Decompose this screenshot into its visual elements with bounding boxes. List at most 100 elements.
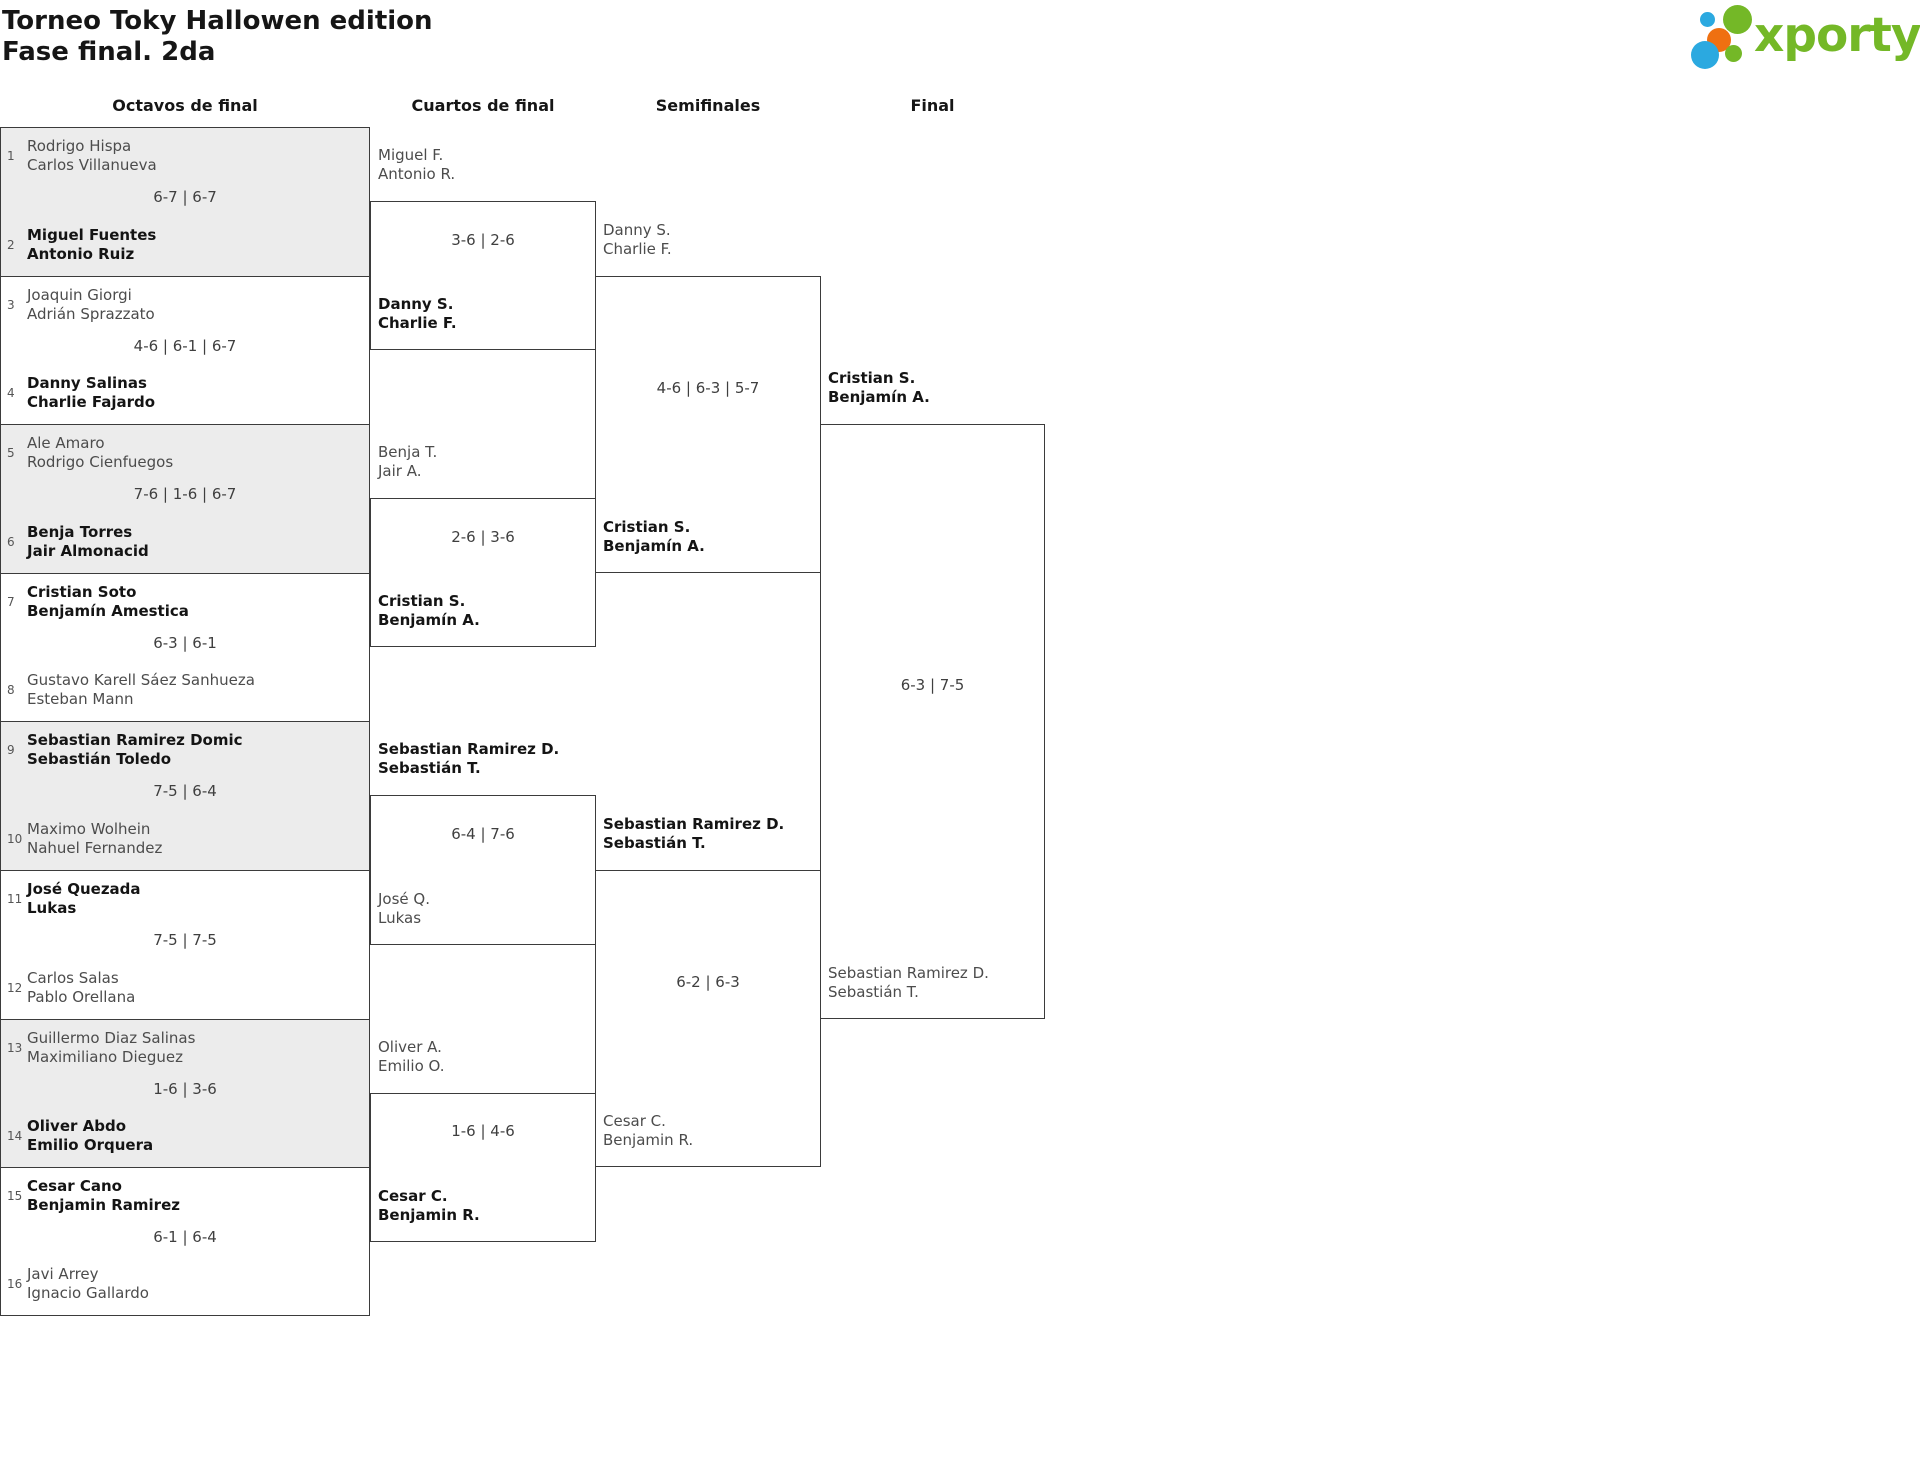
team-names: Cesar C. Benjamin R. xyxy=(378,1187,480,1225)
team-names: Oliver A. Emilio O. xyxy=(378,1038,445,1076)
team-names: Danny Salinas Charlie Fajardo xyxy=(27,374,155,412)
player-name: Joaquin Giorgi xyxy=(27,286,132,304)
match-box xyxy=(370,201,596,350)
player-name: Sebastian Ramirez D. xyxy=(378,740,560,758)
phase-name: Fase final. 2da xyxy=(2,37,216,67)
player-name: Sebastián T. xyxy=(603,834,706,852)
player-name: Esteban Mann xyxy=(27,690,134,708)
player-name: Adrián Sprazzato xyxy=(27,305,155,323)
xporty-logo[interactable]: xporty xyxy=(1688,0,1920,72)
team-names: Guillermo Diaz Salinas Maximiliano Diegu… xyxy=(27,1029,195,1067)
seed-number: 13 xyxy=(7,1041,23,1055)
team-row: 9 Sebastian Ramirez Domic Sebastián Tole… xyxy=(7,731,361,769)
player-name: Maximiliano Dieguez xyxy=(27,1048,184,1066)
team-row: 16 Javi Arrey Ignacio Gallardo xyxy=(7,1265,361,1303)
seed-number: 3 xyxy=(7,298,15,312)
player-name: Antonio R. xyxy=(378,165,456,183)
player-name: Danny Salinas xyxy=(27,374,147,392)
team-names: Sebastian Ramirez D. Sebastián T. xyxy=(378,740,559,778)
tournament-name: Torneo Toky Hallowen edition xyxy=(2,6,433,36)
team-names: Maximo Wolhein Nahuel Fernandez xyxy=(27,820,162,858)
player-name: Carlos Villanueva xyxy=(27,156,157,174)
seed-number: 10 xyxy=(7,832,23,846)
column-header-final: Final xyxy=(910,96,955,115)
player-name: Guillermo Diaz Salinas xyxy=(27,1029,196,1047)
player-name: José Q. xyxy=(378,890,430,908)
match-score: 7-5 | 6-4 xyxy=(153,782,217,800)
player-name: Cristian S. xyxy=(603,518,691,536)
seed-number: 12 xyxy=(7,981,23,995)
player-name: Danny S. xyxy=(378,295,454,313)
player-name: Sebastián T. xyxy=(828,983,919,1001)
player-name: Benjamin Ramirez xyxy=(27,1196,180,1214)
team-names: Carlos Salas Pablo Orellana xyxy=(27,969,135,1007)
player-name: Sebastian Ramirez D. xyxy=(828,964,989,982)
player-name: Maximo Wolhein xyxy=(27,820,151,838)
match-score: 4-6 | 6-1 | 6-7 xyxy=(133,336,237,355)
team-row: 1 Rodrigo Hispa Carlos Villanueva xyxy=(7,137,361,175)
team-names: Ale Amaro Rodrigo Cienfuegos xyxy=(27,434,173,472)
team-names: Cesar Cano Benjamin Ramirez xyxy=(27,1177,180,1215)
seed-number: 1 xyxy=(7,149,15,163)
player-name: Javi Arrey xyxy=(27,1265,99,1283)
team-row: 13 Guillermo Diaz Salinas Maximiliano Di… xyxy=(7,1029,361,1067)
player-name: Sebastian Ramirez Domic xyxy=(27,731,243,749)
player-name: Lukas xyxy=(378,909,422,927)
match-score: 1-6 | 3-6 xyxy=(153,1079,217,1098)
player-name: Cesar C. xyxy=(603,1112,666,1130)
player-name: Cristian S. xyxy=(828,369,916,387)
player-name: Oliver Abdo xyxy=(27,1117,126,1135)
octavos-match-1: 1 Rodrigo Hispa Carlos Villanueva 6-7 | … xyxy=(0,127,370,276)
seed-number: 5 xyxy=(7,446,15,460)
page-title: Torneo Toky Hallowen edition Fase final.… xyxy=(2,6,433,68)
column-header-cuartos: Cuartos de final xyxy=(411,96,555,115)
player-name: Pablo Orellana xyxy=(27,988,136,1006)
player-name: Benjamín A. xyxy=(603,537,705,555)
octavos-match-8: 15 Cesar Cano Benjamin Ramirez 6-1 | 6-4… xyxy=(0,1167,370,1316)
match-box xyxy=(370,1093,596,1242)
player-name: Antonio Ruiz xyxy=(27,245,135,263)
match-score: 6-3 | 7-5 xyxy=(900,676,965,694)
match-score: 2-6 | 3-6 xyxy=(451,528,515,546)
seed-number: 14 xyxy=(7,1129,23,1143)
player-name: Nahuel Fernandez xyxy=(27,839,163,857)
match-box xyxy=(820,424,1045,1019)
player-name: Jair Almonacid xyxy=(27,542,149,560)
player-name: Benjamin R. xyxy=(378,1206,480,1224)
player-name: Benjamín Amestica xyxy=(27,602,189,620)
seed-number: 6 xyxy=(7,535,15,549)
seed-number: 2 xyxy=(7,238,15,252)
match-score: 1-6 | 4-6 xyxy=(451,1122,515,1140)
match-score: 6-7 | 6-7 xyxy=(153,188,217,206)
team-names: Oliver Abdo Emilio Orquera xyxy=(27,1117,153,1155)
octavos-match-2: 3 Joaquin Giorgi Adrián Sprazzato 4-6 | … xyxy=(0,276,370,424)
team-row: 5 Ale Amaro Rodrigo Cienfuegos xyxy=(7,434,361,472)
logo-dot-icon xyxy=(1691,41,1719,69)
player-name: Emilio O. xyxy=(378,1057,445,1075)
team-row: 4 Danny Salinas Charlie Fajardo xyxy=(7,374,361,412)
player-name: Carlos Salas xyxy=(27,969,119,987)
seed-number: 8 xyxy=(7,683,15,697)
team-names: Rodrigo Hispa Carlos Villanueva xyxy=(27,137,157,175)
player-name: José Quezada xyxy=(27,880,141,898)
match-score: 6-2 | 6-3 xyxy=(676,973,740,991)
player-name: Rodrigo Hispa xyxy=(27,137,132,155)
octavos-match-4: 7 Cristian Soto Benjamín Amestica 6-3 | … xyxy=(0,573,370,721)
team-names: José Quezada Lukas xyxy=(27,880,141,918)
team-names: Gustavo Karell Sáez Sanhueza Esteban Man… xyxy=(27,671,255,709)
team-names: Sebastian Ramirez D. Sebastián T. xyxy=(828,964,989,1002)
player-name: Emilio Orquera xyxy=(27,1136,154,1154)
seed-number: 16 xyxy=(7,1277,23,1291)
match-score: 7-6 | 1-6 | 6-7 xyxy=(133,485,237,503)
logo-dot-icon xyxy=(1723,5,1752,34)
team-names: Miguel Fuentes Antonio Ruiz xyxy=(27,226,156,264)
logo-wordmark: xporty xyxy=(1754,8,1920,63)
player-name: Benjamín A. xyxy=(378,611,480,629)
player-name: Benjamín A. xyxy=(828,388,930,406)
team-row: 2 Miguel Fuentes Antonio Ruiz xyxy=(7,226,361,264)
seed-number: 4 xyxy=(7,386,15,400)
team-names: Danny S. Charlie F. xyxy=(603,221,672,259)
match-score: 6-1 | 6-4 xyxy=(153,1227,217,1246)
octavos-match-3: 5 Ale Amaro Rodrigo Cienfuegos 7-6 | 1-6… xyxy=(0,424,370,573)
